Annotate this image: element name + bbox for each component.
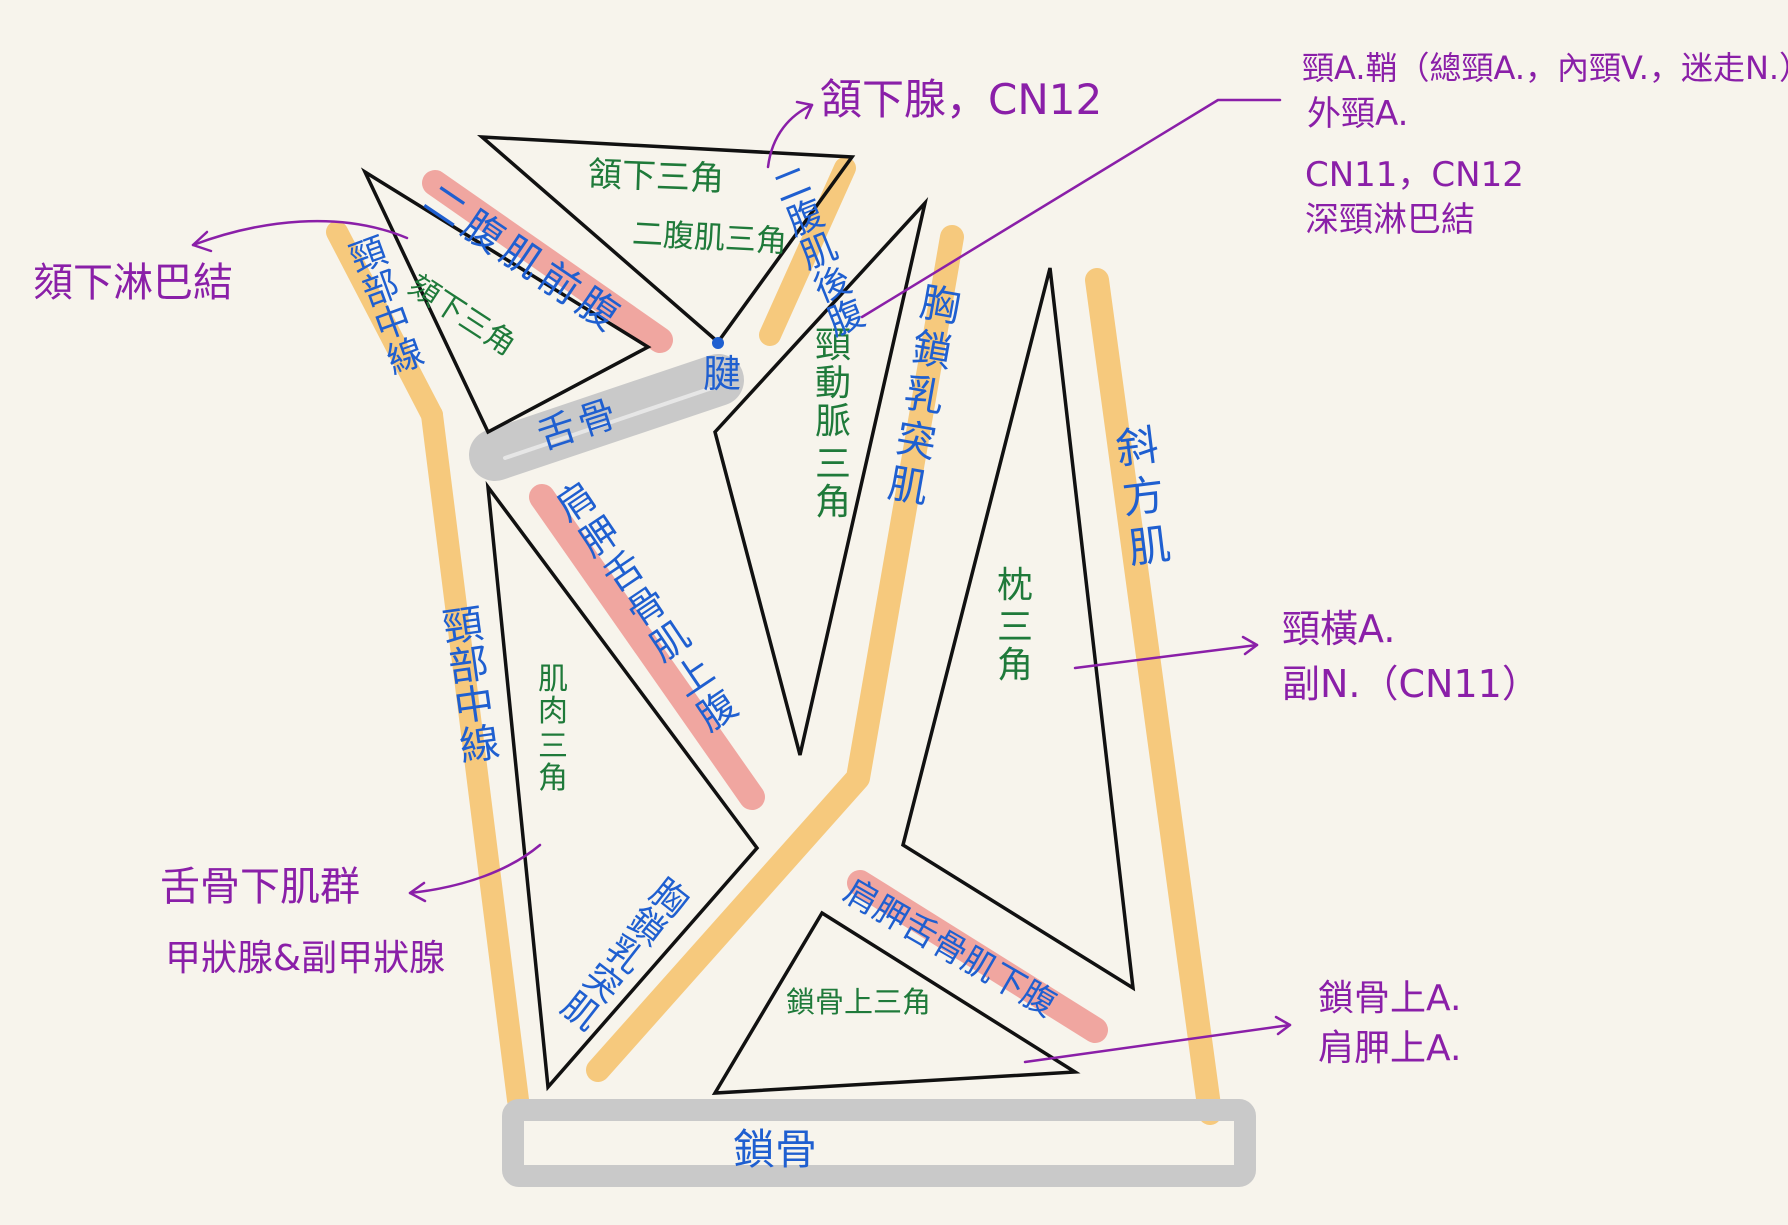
posterior-belly-band <box>759 157 856 346</box>
clavicle-label: 鎖骨 <box>733 1125 818 1174</box>
occipital-triangle <box>900 267 1136 992</box>
carotid-triangle-label: 頸 動 脈 三 角 <box>814 325 851 524</box>
trapezius-band <box>1085 268 1222 1125</box>
superior-omohyoid-band <box>529 484 765 810</box>
carotid-contents-line1: 頸A.鞘（總頸A.，內頸V.，迷走N.） <box>1302 49 1788 87</box>
carotid-contents-line2: 外頸A. <box>1307 94 1409 134</box>
hyoid-highlight <box>503 386 714 460</box>
occipital-contents-line1: 頸橫A. <box>1282 607 1396 651</box>
anterior-belly-band <box>422 170 673 353</box>
arrow-submandibular <box>766 103 814 169</box>
submandibular-triangle-label: 頷下三角 <box>587 154 725 200</box>
occipital-triangle-label: 枕 三 角 <box>996 565 1033 686</box>
muscular-contents-line1: 舌骨下肌群 <box>160 864 360 910</box>
muscular-contents-line2: 甲狀腺&副甲狀腺 <box>165 938 446 979</box>
supraclavicular-triangle <box>711 910 1081 1095</box>
supraclavicular-contents-line1: 鎖骨上A. <box>1318 978 1462 1019</box>
inferior-omohyoid-band <box>847 870 1108 1043</box>
tendon-dot <box>712 337 724 349</box>
supraclavicular-contents-line2: 肩胛上A. <box>1318 1028 1462 1069</box>
carotid-contents-line3: CN11，CN12 <box>1305 155 1524 195</box>
digastric-triangle-label: 二腹肌三角 <box>631 215 788 261</box>
arrow-muscular-contents <box>408 843 542 895</box>
arrow-occipital-contents <box>1073 643 1259 670</box>
submandibular-contents-label: 頷下腺，CN12 <box>820 75 1103 124</box>
supraclavicular-triangle-label: 鎖骨上三角 <box>786 985 932 1019</box>
arrowhead-muscular-contents <box>408 881 427 903</box>
submandibular-triangle <box>477 134 856 345</box>
midline-upper-band <box>326 221 443 426</box>
muscular-triangle <box>485 480 760 1092</box>
hyoid-bone <box>469 354 744 481</box>
submental-triangle <box>360 167 652 435</box>
carotid-triangle <box>713 196 929 756</box>
carotid-contents-line4: 深頸淋巴結 <box>1305 200 1475 240</box>
occipital-contents-line2: 副N.（CN11） <box>1282 662 1540 706</box>
midline-lower-band <box>421 404 529 1111</box>
arrow-carotid-contents <box>860 98 1282 319</box>
arrowhead-submandibular <box>795 100 814 120</box>
clavicle-bone <box>502 1099 1256 1187</box>
muscular-triangle-label: 肌 肉 三 角 <box>538 662 568 796</box>
arrowhead-submental-nodes <box>191 230 213 253</box>
arrow-supraclavicular-contents <box>1023 1023 1292 1064</box>
arrow-submental-nodes <box>191 219 409 247</box>
arrowhead-occipital-contents <box>1241 635 1259 656</box>
submental-nodes-label: 頦下淋巴結 <box>33 260 233 306</box>
scm-band <box>586 225 964 1082</box>
tendon-label: 腱 <box>703 352 742 396</box>
arrowhead-supraclavicular-contents <box>1274 1015 1292 1036</box>
